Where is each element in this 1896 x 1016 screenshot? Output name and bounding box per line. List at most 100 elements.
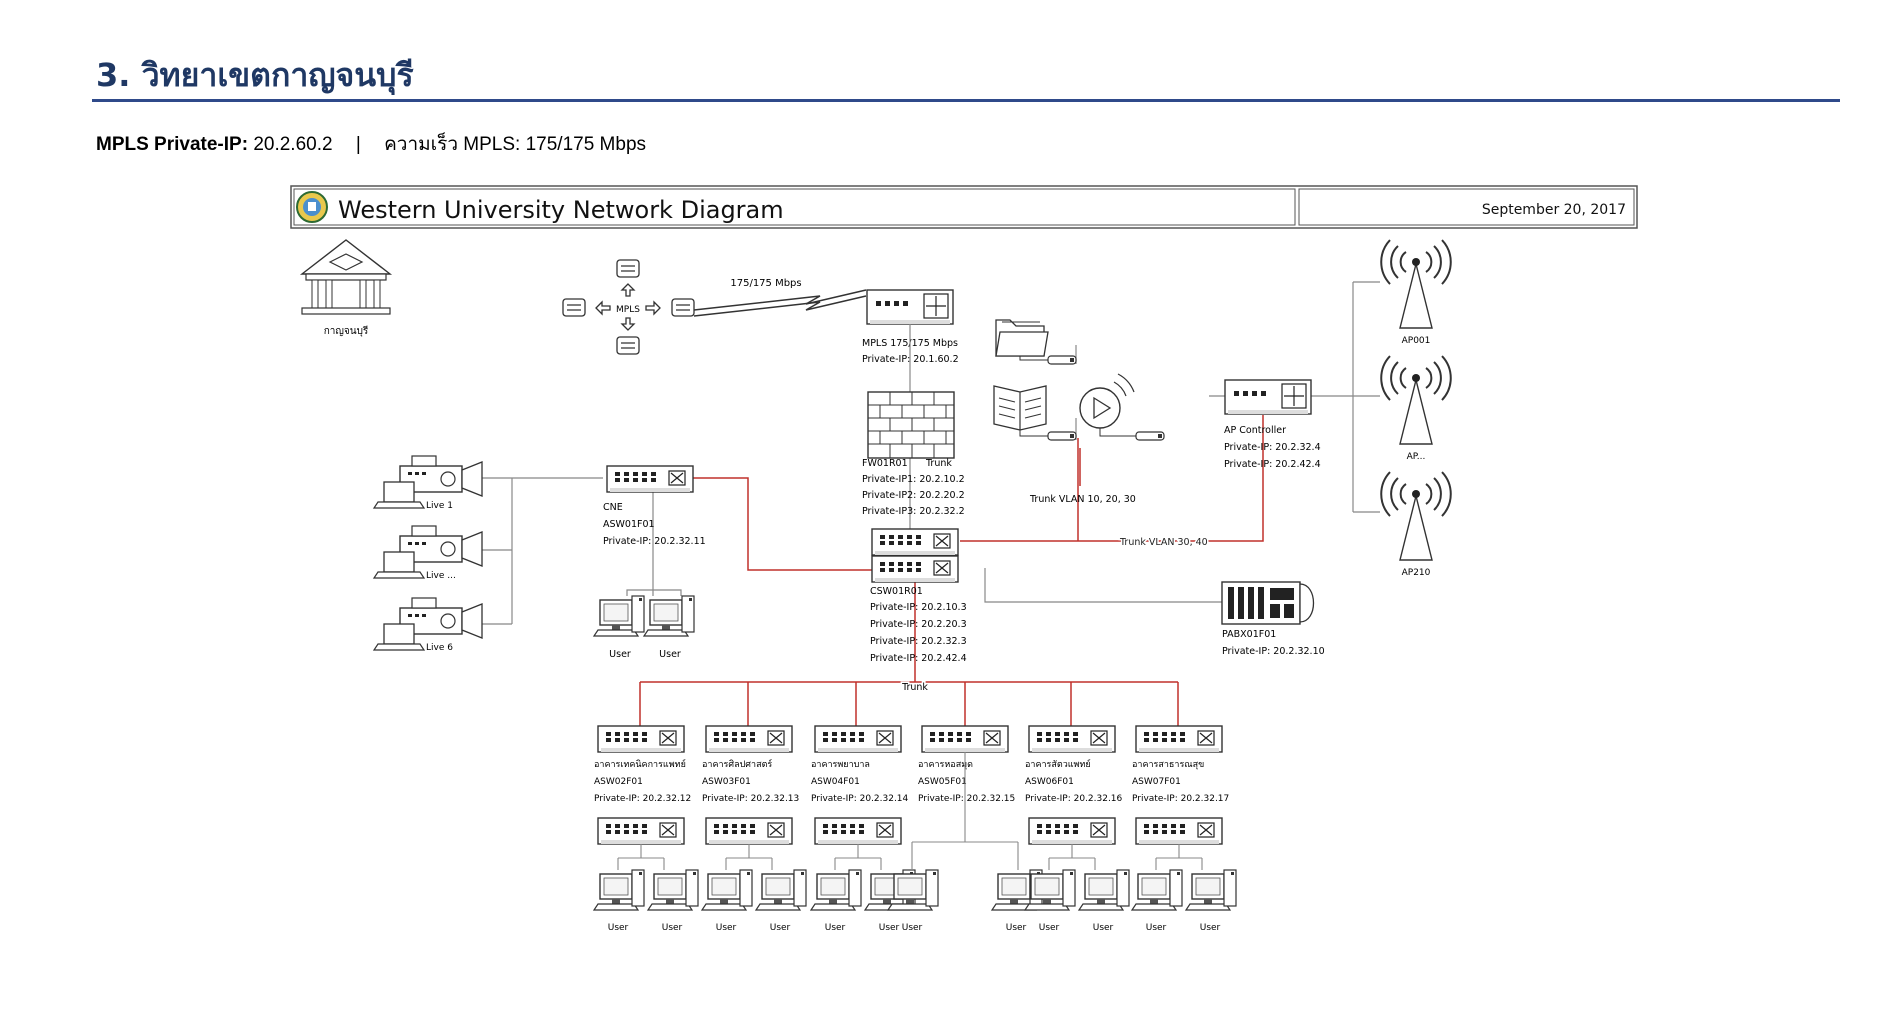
user-label: User bbox=[770, 923, 791, 933]
access-switch-id: ASW02F01 bbox=[594, 777, 643, 787]
core-switch-upper-icon bbox=[871, 528, 959, 556]
campus-building-icon bbox=[299, 239, 393, 315]
diagram-title: Western University Network Diagram bbox=[338, 196, 784, 224]
access-point-icon bbox=[1380, 239, 1452, 329]
access-point-icon bbox=[1380, 471, 1452, 561]
pc-icon bbox=[1131, 869, 1183, 911]
access-switch-icon bbox=[597, 725, 685, 753]
trunk-label: Trunk bbox=[901, 682, 928, 693]
firewall-ip1: Private-IP1: 20.2.10.2 bbox=[862, 474, 965, 485]
pc-icon bbox=[593, 869, 645, 911]
pc-icon bbox=[810, 869, 862, 911]
cne-switch-ip: Private-IP: 20.2.32.11 bbox=[603, 536, 706, 547]
pc-link bbox=[617, 844, 665, 870]
play-media-icon bbox=[1079, 373, 1135, 429]
info-separator: | bbox=[355, 134, 361, 155]
access-switch-id: ASW07F01 bbox=[1132, 777, 1181, 787]
building-name: อาคารสัตวแพทย์ bbox=[1025, 758, 1091, 770]
user-label: User bbox=[1146, 923, 1167, 933]
trunk-links bbox=[639, 415, 1264, 728]
ap-controller-name: AP Controller bbox=[1224, 425, 1286, 436]
pc-icon bbox=[647, 869, 699, 911]
camera-label-1: Live 1 bbox=[426, 501, 453, 511]
floor-switch-icon bbox=[597, 817, 685, 845]
cne-switch-id: ASW01F01 bbox=[603, 519, 655, 530]
heading-rule bbox=[92, 99, 1840, 102]
access-switch-id: ASW06F01 bbox=[1025, 777, 1074, 787]
firewall-trunk-label: Trunk bbox=[925, 458, 952, 469]
mpls-speed: ความเร็ว MPLS: 175/175 Mbps bbox=[384, 134, 647, 155]
diagram-date: September 20, 2017 bbox=[1482, 202, 1626, 218]
book-icon bbox=[993, 385, 1047, 431]
floor-switch-icon bbox=[814, 817, 902, 845]
ap-controller-icon bbox=[1224, 379, 1312, 415]
pc-icon bbox=[887, 869, 939, 911]
ap-label-1: AP001 bbox=[1402, 336, 1431, 346]
trunk-vlan-a: Trunk VLAN 10, 20, 30 bbox=[1029, 494, 1136, 505]
access-switch-icon bbox=[705, 725, 793, 753]
mpls-cloud-icon bbox=[562, 259, 695, 355]
building-name: อาคารพยาบาล bbox=[811, 760, 870, 770]
pc-link bbox=[1155, 844, 1203, 870]
user-label: User bbox=[608, 923, 629, 933]
trunk-vlan-b: Trunk VLAN 30, 40 bbox=[1119, 537, 1208, 548]
access-switch-icon bbox=[921, 725, 1009, 753]
user-label: User bbox=[659, 649, 681, 660]
campus-label: กาญจนบุรี bbox=[324, 325, 369, 337]
floor-switch-icon bbox=[1028, 817, 1116, 845]
core-switch-name: CSW01R01 bbox=[870, 586, 923, 597]
folder-icon bbox=[995, 319, 1049, 357]
pc-icon bbox=[593, 595, 645, 637]
cne-label: CNE bbox=[603, 502, 623, 513]
building-name: อาคารศิลปศาสตร์ bbox=[702, 758, 772, 770]
building-name: อาคารหอสมุด bbox=[918, 760, 973, 770]
access-switch-id: ASW05F01 bbox=[918, 777, 967, 787]
ap-label-3: AP210 bbox=[1402, 568, 1431, 578]
university-logo-icon bbox=[296, 191, 328, 223]
ap-controller-ip1: Private-IP: 20.2.32.4 bbox=[1224, 442, 1321, 453]
section-heading: 3. วิทยาเขตกาญจนบุรี bbox=[96, 56, 414, 94]
pc-link bbox=[725, 844, 773, 870]
user-label: User bbox=[879, 923, 900, 933]
floor-switch-icon bbox=[705, 817, 793, 845]
core-switch-ip3: Private-IP: 20.2.32.3 bbox=[870, 636, 967, 647]
mpls-router-icon bbox=[866, 289, 954, 325]
building-name: อาคารเทคนิคการแพทย์ bbox=[594, 758, 686, 770]
title-cell bbox=[293, 188, 1296, 226]
pc-link bbox=[1048, 844, 1096, 870]
access-switch-icon bbox=[814, 725, 902, 753]
pc-link bbox=[911, 752, 1019, 870]
firewall-ip2: Private-IP2: 20.2.20.2 bbox=[862, 490, 965, 501]
network-jack-icon bbox=[1047, 355, 1077, 365]
core-switch-ip4: Private-IP: 20.2.42.4 bbox=[870, 653, 967, 664]
ap-label-2: AP... bbox=[1407, 452, 1426, 462]
pc-icon bbox=[701, 869, 753, 911]
mpls-cloud-label: MPLS bbox=[616, 305, 640, 315]
cne-switch-icon bbox=[606, 465, 694, 493]
wan-link bbox=[693, 289, 867, 311]
network-jack-icon bbox=[1047, 431, 1077, 441]
mpls-ip-value: 20.2.60.2 bbox=[253, 134, 333, 155]
core-switch-ip1: Private-IP: 20.2.10.3 bbox=[870, 602, 967, 613]
access-switch-ip: Private-IP: 20.2.32.17 bbox=[1132, 794, 1229, 804]
user-label: User bbox=[1093, 923, 1114, 933]
access-switch-ip: Private-IP: 20.2.32.12 bbox=[594, 794, 691, 804]
pabx-phone-system-icon bbox=[1221, 581, 1314, 625]
pc-icon bbox=[1078, 869, 1130, 911]
network-jack-icon bbox=[1135, 431, 1165, 441]
access-switch-ip: Private-IP: 20.2.32.13 bbox=[702, 794, 799, 804]
firewall-name: FW01R01 bbox=[862, 458, 908, 469]
user-label: User bbox=[1039, 923, 1060, 933]
user-label: User bbox=[716, 923, 737, 933]
pabx-ip: Private-IP: 20.2.32.10 bbox=[1222, 646, 1325, 657]
user-label: User bbox=[609, 649, 631, 660]
pc-icon bbox=[643, 595, 695, 637]
mpls-info-line: MPLS Private-IP: 20.2.60.2 | ความเร็ว MP… bbox=[96, 129, 646, 159]
pc-icon bbox=[1185, 869, 1237, 911]
user-label: User bbox=[825, 923, 846, 933]
building-name: อาคารสาธารณสุข bbox=[1132, 760, 1204, 770]
core-switch-ip2: Private-IP: 20.2.20.3 bbox=[870, 619, 967, 630]
user-label: User bbox=[662, 923, 683, 933]
